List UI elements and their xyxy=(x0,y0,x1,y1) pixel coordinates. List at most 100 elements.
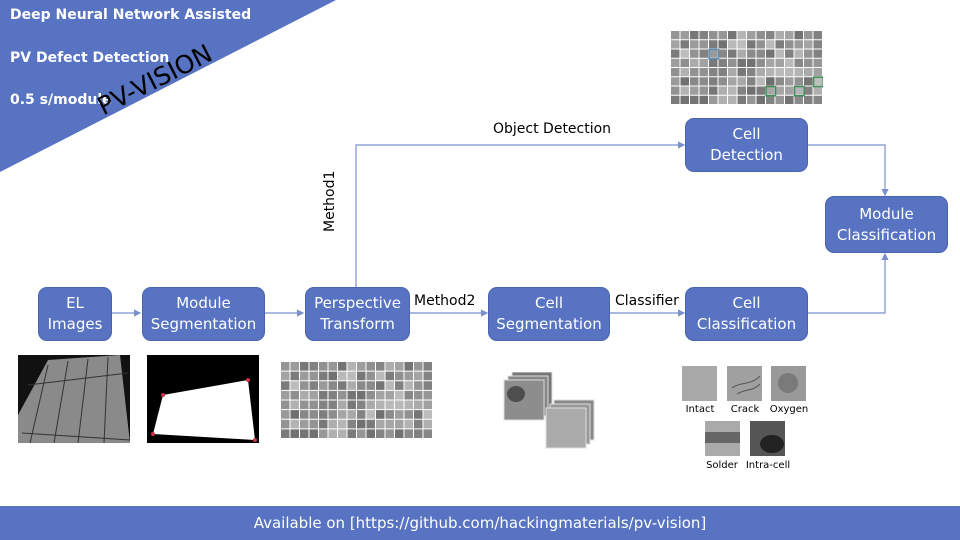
module-cell xyxy=(414,371,423,381)
module-cell xyxy=(309,419,318,429)
el-image-thumbnail xyxy=(18,355,130,443)
module-cell xyxy=(785,58,794,67)
module-cell xyxy=(309,400,318,410)
module-cell xyxy=(804,58,813,67)
module-cell xyxy=(404,429,413,438)
module-cell xyxy=(376,371,385,381)
module-cell xyxy=(376,400,385,410)
module-cell xyxy=(338,410,347,419)
module-cell xyxy=(281,362,290,371)
module-cell xyxy=(357,429,366,438)
module-cell xyxy=(423,419,432,429)
module-cell xyxy=(718,58,727,67)
module-cell xyxy=(300,400,309,410)
module-cell xyxy=(728,86,737,95)
module-cell xyxy=(376,381,385,390)
node-module-classification-line1: Module xyxy=(859,204,914,223)
module-cell xyxy=(309,390,318,400)
module-cell xyxy=(338,390,347,400)
module-cell xyxy=(300,390,309,400)
module-cell xyxy=(756,86,765,95)
module-cell xyxy=(756,40,765,49)
module-cell xyxy=(338,362,347,371)
module-cell xyxy=(395,371,404,381)
module-cell xyxy=(747,58,756,67)
module-cell xyxy=(756,58,765,67)
module-cell xyxy=(338,419,347,429)
module-cell xyxy=(785,31,794,40)
module-cell xyxy=(281,429,290,438)
module-cell xyxy=(794,95,803,104)
module-cell xyxy=(414,429,423,438)
detected-module-thumbnail xyxy=(671,31,823,104)
module-cell xyxy=(756,68,765,77)
module-cell xyxy=(281,419,290,429)
module-cell xyxy=(709,95,718,104)
module-cell xyxy=(737,31,746,40)
module-cell xyxy=(690,31,699,40)
module-cell xyxy=(794,68,803,77)
module-cell xyxy=(385,362,394,371)
module-cell xyxy=(671,95,680,104)
module-cell xyxy=(357,381,366,390)
segmented-cells-thumbnail xyxy=(503,372,595,449)
module-cell xyxy=(728,49,737,58)
module-cell xyxy=(309,381,318,390)
module-cell xyxy=(747,49,756,58)
defect-sample-intact xyxy=(682,366,717,401)
module-cell xyxy=(804,31,813,40)
module-cell xyxy=(395,419,404,429)
module-cell xyxy=(766,40,775,49)
module-cell xyxy=(737,77,746,86)
module-cell xyxy=(395,400,404,410)
module-cell xyxy=(423,371,432,381)
module-cell xyxy=(709,68,718,77)
module-cell xyxy=(319,362,328,371)
transformed-module-thumbnail xyxy=(281,362,432,438)
edge-label-method2: Method2 xyxy=(414,293,476,309)
node-perspective-transform-line2: Transform xyxy=(320,315,395,333)
module-cell xyxy=(290,371,299,381)
module-cell xyxy=(347,362,356,371)
module-cell xyxy=(347,419,356,429)
module-cell xyxy=(404,371,413,381)
module-cell xyxy=(338,381,347,390)
module-cell xyxy=(728,40,737,49)
module-cell xyxy=(376,390,385,400)
module-cell xyxy=(404,410,413,419)
module-cell xyxy=(804,95,813,104)
module-cell xyxy=(785,49,794,58)
module-cell xyxy=(290,410,299,419)
module-cell xyxy=(775,40,784,49)
module-cell xyxy=(766,58,775,67)
module-cell xyxy=(804,77,813,86)
module-cell xyxy=(766,95,775,104)
module-cell xyxy=(300,429,309,438)
module-cell xyxy=(728,58,737,67)
module-cell xyxy=(794,77,803,86)
module-cell xyxy=(376,429,385,438)
module-cell xyxy=(775,49,784,58)
module-cell xyxy=(680,95,689,104)
module-cell xyxy=(804,49,813,58)
node-cell-classification: Cell Classification xyxy=(685,287,808,341)
module-cell xyxy=(414,390,423,400)
node-cell-detection-line2: Detection xyxy=(710,146,783,164)
module-cell xyxy=(699,58,708,67)
module-cell xyxy=(347,371,356,381)
header-line-3: 0.5 s/module xyxy=(10,92,112,108)
module-cell xyxy=(680,68,689,77)
node-perspective-transform: Perspective Transform xyxy=(305,287,410,341)
module-cell xyxy=(290,390,299,400)
node-cell-segmentation-line2: Segmentation xyxy=(496,315,602,333)
module-cell xyxy=(756,31,765,40)
module-cell xyxy=(690,68,699,77)
module-cell xyxy=(794,40,803,49)
edge-perspective-to-celldetect xyxy=(355,141,686,287)
module-cell xyxy=(699,49,708,58)
module-cell xyxy=(404,381,413,390)
module-cell xyxy=(813,49,822,58)
module-cell xyxy=(680,49,689,58)
module-cell xyxy=(794,49,803,58)
module-cell xyxy=(671,77,680,86)
